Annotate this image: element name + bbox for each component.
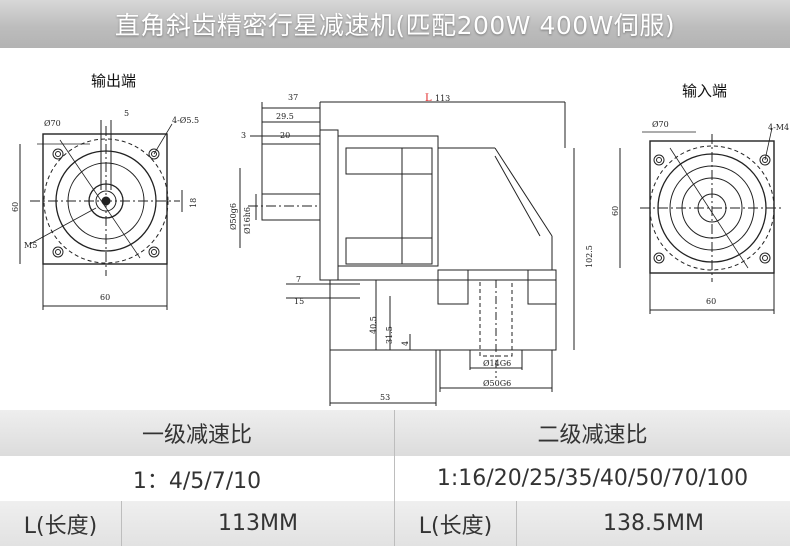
- dimension-drawing: 输出端 输入端 Ø70 5 4-Ø5.5 60 60 18 M5 L 113 3…: [11, 72, 789, 406]
- input-end-view: [619, 127, 784, 314]
- output-side-dim: 60: [11, 202, 20, 212]
- ratio-two-stage: 1:16/20/25/35/40/50/70/100: [436, 466, 749, 491]
- length-value-two: 138.5MM: [603, 511, 704, 536]
- side-L-value: 113: [435, 94, 450, 103]
- output-end-view: [19, 120, 183, 310]
- side-3-dim: 3: [241, 131, 246, 140]
- side-53-dim: 53: [380, 393, 390, 402]
- technical-drawing: 输出端 输入端 Ø70 5 4-Ø5.5 60 60 18 M5 L 113 3…: [0, 48, 790, 410]
- input-side-dim: 60: [611, 206, 620, 216]
- side-315-dim: 31.5: [385, 326, 394, 344]
- side-50G6-dim: Ø50G6: [483, 379, 511, 388]
- side-7-dim: 7: [296, 275, 301, 284]
- input-bottom-dim: 60: [706, 297, 716, 306]
- side-295-dim: 29.5: [276, 112, 294, 121]
- side-15-dim: 15: [294, 297, 304, 306]
- side-20-dim: 20: [280, 131, 290, 140]
- ratio-one-stage: 1：4/5/7/10: [0, 456, 395, 501]
- side-4-dim: 4: [401, 341, 410, 346]
- output-end-label: 输出端: [91, 72, 136, 90]
- input-pcd-dim: Ø70: [652, 120, 669, 129]
- page-title: 直角斜齿精密行星减速机(匹配200W 400W伺服): [114, 11, 676, 40]
- side-14G6-dim: Ø14G6: [483, 359, 511, 368]
- length-label-one: L(长度): [0, 501, 122, 546]
- side-L-label: L: [425, 93, 432, 104]
- spec-table: 一级减速比 二级减速比 1：4/5/7/10 1:16/20/25/35/40/…: [0, 410, 790, 546]
- side-16h6-dim: Ø16h6: [243, 207, 252, 234]
- length-row: L(长度) 113MM L(长度) 138.5MM: [0, 501, 790, 546]
- length-label-two: L(长度): [395, 501, 517, 546]
- length-value-one: 113MM: [122, 501, 395, 546]
- output-shaft-dim: 18: [189, 198, 198, 208]
- header-one-stage: 一级减速比: [0, 410, 395, 456]
- ratio-row: 1：4/5/7/10 1:16/20/25/35/40/50/70/100: [0, 456, 790, 501]
- side-view: [239, 101, 575, 406]
- output-pcd-dim: Ø70: [44, 119, 61, 128]
- side-1025-dim: 102.5: [585, 245, 594, 268]
- output-bottom-dim: 60: [100, 293, 110, 302]
- header-two-stage: 二级减速比: [537, 423, 648, 448]
- side-37-dim: 37: [288, 93, 298, 102]
- output-key-dim: 5: [124, 109, 129, 118]
- table-header-row: 一级减速比 二级减速比: [0, 410, 790, 456]
- side-50g6-dim: Ø50g6: [229, 203, 238, 230]
- output-tap-dim: M5: [24, 241, 37, 250]
- side-405-dim: 40.5: [369, 316, 378, 334]
- input-end-label: 输入端: [682, 82, 727, 100]
- output-holes-dim: 4-Ø5.5: [172, 116, 199, 125]
- input-tap-dim: 4-M4: [768, 123, 789, 132]
- title-bar: 直角斜齿精密行星减速机(匹配200W 400W伺服): [0, 0, 790, 48]
